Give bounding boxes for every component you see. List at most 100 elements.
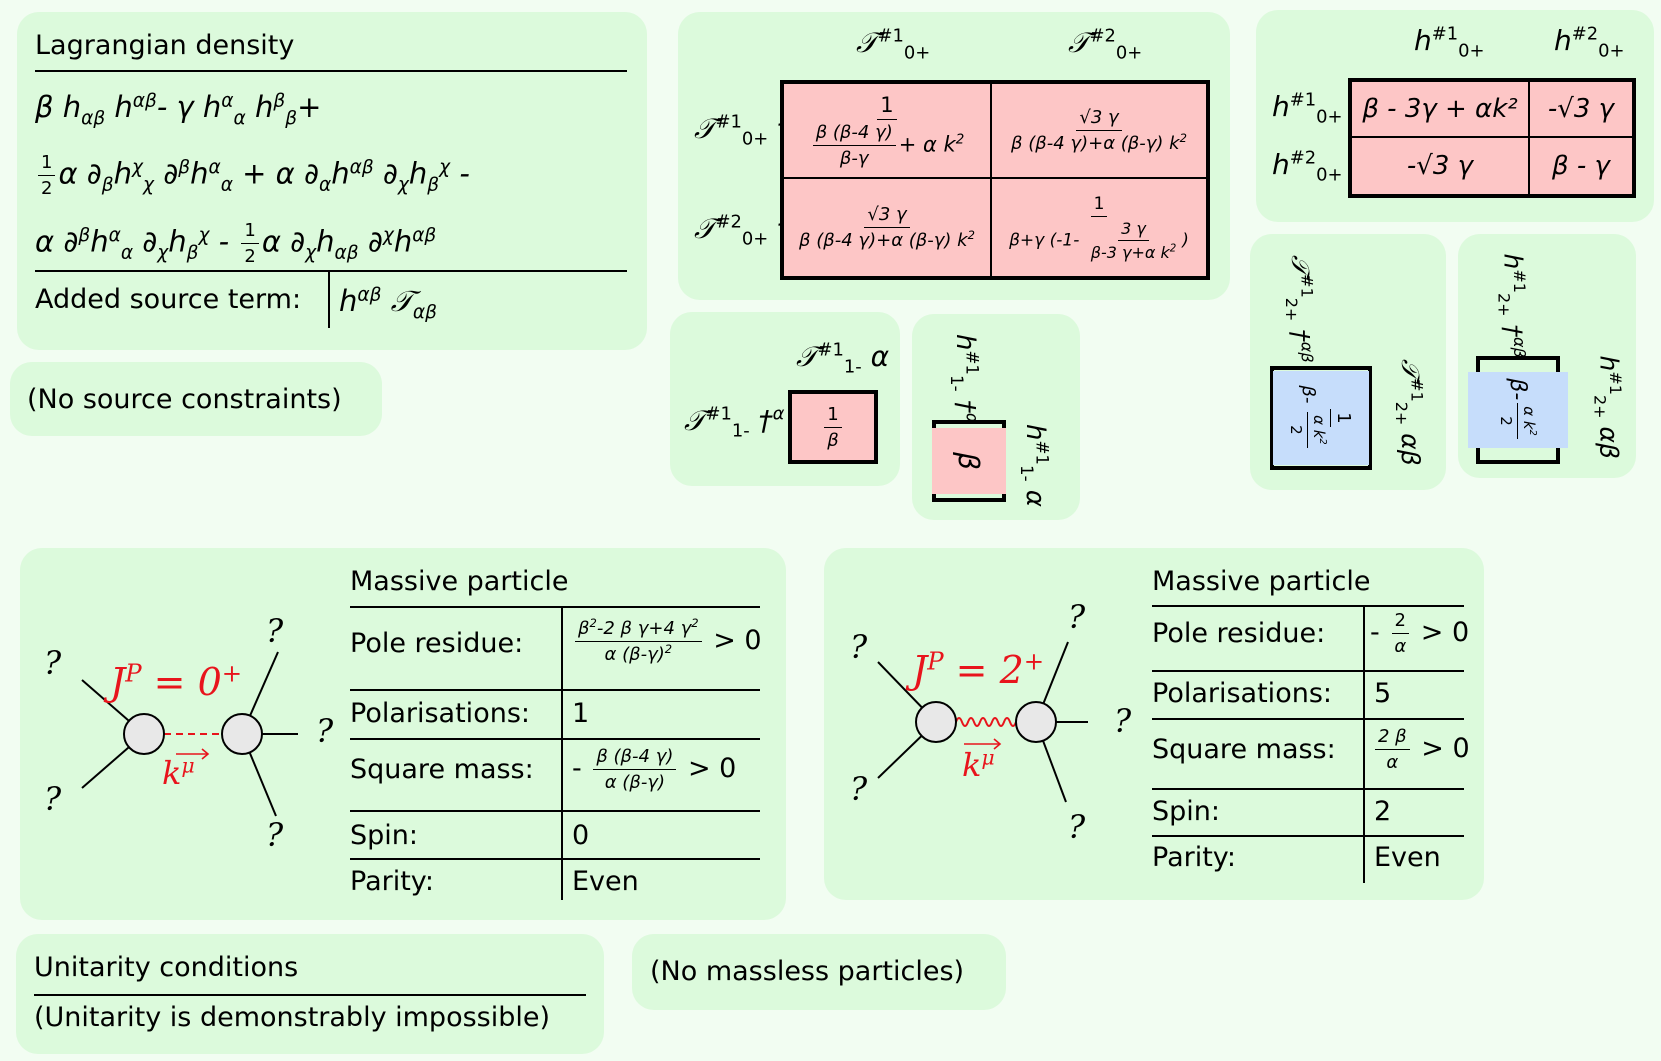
- spin0-source-col1: 𝒯#10+: [856, 25, 931, 64]
- particle2-jp: JP = 2+: [912, 646, 1045, 692]
- constraints-text: (No source constraints): [27, 384, 342, 415]
- particle2-q2: ?: [850, 770, 868, 808]
- particle0-label-3: Spin:: [350, 820, 418, 851]
- particle0-label-1: Polarisations:: [350, 698, 530, 729]
- particle0-q3: ?: [266, 612, 284, 650]
- particle2-title: Massive particle: [1152, 566, 1371, 597]
- particle2-label-0: Pole residue:: [1152, 618, 1326, 649]
- spin1-source-col: 𝒯#11- α: [796, 339, 890, 378]
- particle0-label-0: Pole residue:: [350, 628, 524, 659]
- spin0-source-col2: 𝒯#20+: [1068, 25, 1143, 64]
- spin0-field-c21: -√3 γ: [1352, 138, 1530, 194]
- particle2-value-4: Even: [1374, 842, 1441, 873]
- source-rule: [35, 270, 627, 272]
- particle0-value-1: 1: [572, 698, 590, 729]
- lagrangian-panel: Lagrangian density β hαβ hαβ- γ hαα hββ+…: [17, 12, 647, 350]
- spin1-field-row: h#11- α: [1016, 424, 1052, 507]
- particle2-q5: ?: [1068, 808, 1086, 846]
- p2-rule-1: [1152, 670, 1464, 672]
- unitarity-text: (Unitarity is demonstrably impossible): [34, 1002, 551, 1033]
- particle2-label-1: Polarisations:: [1152, 678, 1332, 709]
- constraints-panel: (No source constraints): [10, 362, 382, 436]
- particle0-value-4: Even: [572, 866, 639, 897]
- spin0-field-col1: h#10+: [1414, 23, 1485, 62]
- spin0-field-c22: β - γ: [1530, 138, 1632, 194]
- particle0-value-2: - β (β-4 γ)α (β-γ) > 0: [572, 746, 737, 793]
- p0-rule-2: [350, 738, 760, 740]
- lagrangian-line-1: β hαβ hαβ- γ hαα hββ+: [35, 90, 322, 129]
- p0-rule-0: [350, 606, 760, 608]
- particle2-value-3: 2: [1374, 796, 1392, 827]
- particle0-q4: ?: [316, 712, 334, 750]
- particle0-label-4: Parity:: [350, 866, 434, 897]
- particle2-panel: ? ? ? ? ? JP = 2+ kμ Massive particle Po…: [824, 548, 1484, 900]
- spin0-field-panel: h#10+ h#20+ h#10+ † h#20+ † β - 3γ + αk²…: [1256, 10, 1654, 222]
- massless-panel: (No massless particles): [632, 934, 1006, 1010]
- spin1-field-panel: h#11- †α h#11- α β: [912, 314, 1080, 520]
- spin1-field-value: β: [932, 428, 1006, 494]
- particle2-q1: ?: [850, 628, 868, 666]
- spin1-source-row: 𝒯#11- †α: [684, 403, 785, 442]
- particle0-q1: ?: [44, 644, 62, 682]
- spin0-field-matrix: β - 3γ + αk² -√3 γ -√3 γ β - γ: [1348, 78, 1636, 198]
- massless-text: (No massless particles): [650, 956, 965, 987]
- particle0-panel: ? ? ? ? ? JP = 0+ kμ Massive particle Po…: [20, 548, 786, 920]
- spin2-source-row: 𝒯#12+ αβ: [1392, 359, 1427, 466]
- spin1-field-matrix: β: [932, 420, 1006, 502]
- p2-rule-4: [1152, 835, 1464, 837]
- p0-rule-3: [350, 810, 760, 812]
- particle2-label-4: Parity:: [1152, 842, 1236, 873]
- p2-rule-2: [1152, 718, 1464, 720]
- unitarity-panel: Unitarity conditions (Unitarity is demon…: [16, 934, 604, 1054]
- p0-rule-4: [350, 858, 760, 860]
- p2-divider: [1363, 605, 1365, 883]
- particle2-value-1: 5: [1374, 678, 1392, 709]
- particle0-diagram: [81, 651, 298, 817]
- p2-rule-0: [1152, 605, 1464, 607]
- unitarity-title: Unitarity conditions: [34, 952, 299, 983]
- particle0-q5: ?: [266, 816, 284, 854]
- lagrangian-title: Lagrangian density: [35, 30, 295, 61]
- spin0-field-c12: -√3 γ: [1530, 82, 1632, 138]
- spin1-field-col: h#11- †α: [946, 334, 982, 424]
- particle0-momentum: kμ: [162, 753, 195, 792]
- source-label: Added source term:: [35, 284, 302, 315]
- spin2-field-col: h#12+ †αβ: [1494, 253, 1529, 358]
- particle2-momentum: kμ: [962, 745, 995, 784]
- source-divider: [328, 272, 330, 328]
- p0-rule-1: [350, 689, 760, 691]
- particle2-label-3: Spin:: [1152, 796, 1220, 827]
- source-term: hαβ 𝒯αβ: [339, 284, 437, 323]
- particle2-q4: ?: [1114, 702, 1132, 740]
- spin0-source-row2: 𝒯#20+ †: [694, 211, 792, 250]
- p2-rule-3: [1152, 788, 1464, 790]
- title-rule: [35, 70, 627, 72]
- particle0-jp: JP = 0+: [110, 658, 243, 704]
- spin0-source-row1: 𝒯#10+ †: [694, 111, 792, 150]
- spin2-field-row: h#12+ αβ: [1590, 355, 1625, 459]
- particle2-q3: ?: [1068, 598, 1086, 636]
- particle2-diagram: [877, 641, 1088, 803]
- spin2-source-col: 𝒯#12+ †αβ: [1282, 255, 1317, 363]
- particle0-title: Massive particle: [350, 566, 569, 597]
- spin0-field-col2: h#20+: [1554, 23, 1625, 62]
- particle0-value-3: 0: [572, 820, 590, 851]
